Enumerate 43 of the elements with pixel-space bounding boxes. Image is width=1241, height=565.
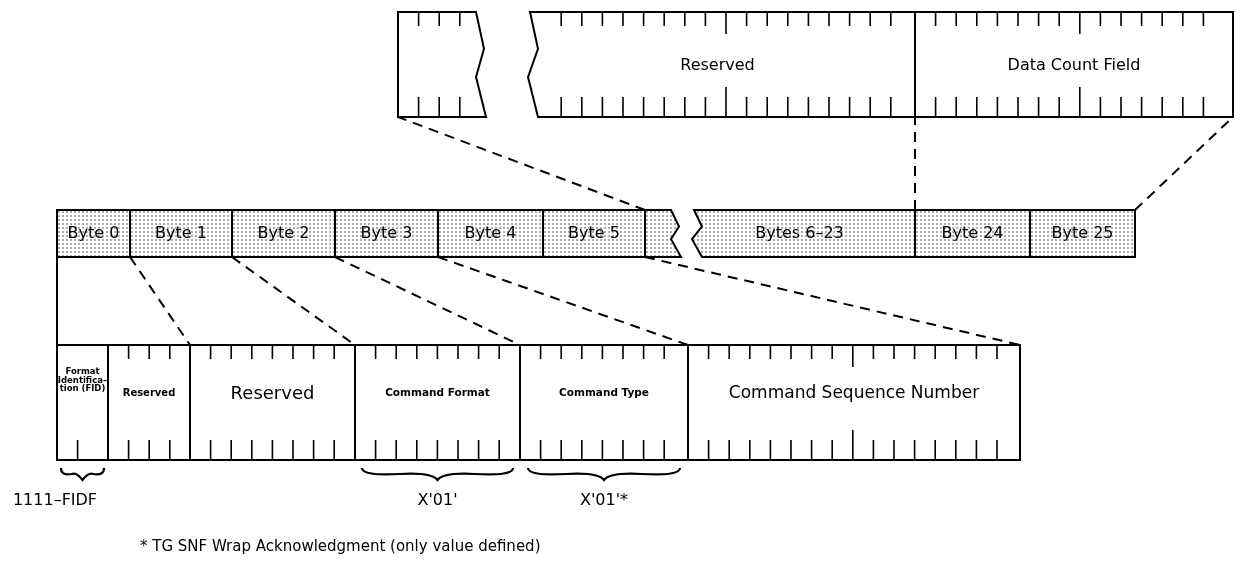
field-label: Command Format [385,387,490,399]
break-segment [645,210,681,257]
break-segment [398,12,486,117]
field-label: Byte 1 [155,225,207,242]
field-label: Data Count Field [1007,56,1141,74]
leader-line [56,256,58,346]
field-box [190,345,355,460]
footnote: * TG SNF Wrap Acknowledgment (only value defined) [140,537,541,555]
field-label: Byte 4 [464,225,517,242]
byte-cell [1030,210,1135,257]
byte-cell [915,210,1030,257]
field-label: Command Sequence Number [728,384,980,402]
field-box [108,345,190,460]
field-label: Reserved [122,387,176,399]
byte-cell [543,210,645,257]
byte-cell [57,210,130,257]
field-box [688,345,1020,460]
field-label: Byte 5 [568,225,620,242]
byte-cell [438,210,543,257]
field-label: Reserved [230,383,315,403]
field-box [915,12,1233,117]
field-label: Reserved [680,56,755,74]
field-label: Command Type [559,387,649,399]
leader-line [437,256,689,346]
field-box [355,345,520,460]
field-label: Byte 3 [360,225,413,242]
field-label: Bytes 6–23 [755,225,844,242]
leader-line [914,116,916,211]
field-label: Byte 0 [67,225,120,242]
leader-line [397,116,646,211]
leader-line [129,256,191,346]
field-box [520,345,688,460]
value-label: 1111–FIDF [11,490,99,509]
field-box [57,345,108,460]
byte-cell [335,210,438,257]
field-label: Format Identifica– tion (FID) [57,366,108,394]
byte-cell [232,210,335,257]
byte-cell [130,210,232,257]
value-label: X'01'* [578,490,630,509]
field-label: Byte 24 [941,225,1004,242]
field-label: Byte 25 [1051,225,1114,242]
field-label: Byte 2 [257,225,310,242]
value-label: X'01' [416,490,459,509]
